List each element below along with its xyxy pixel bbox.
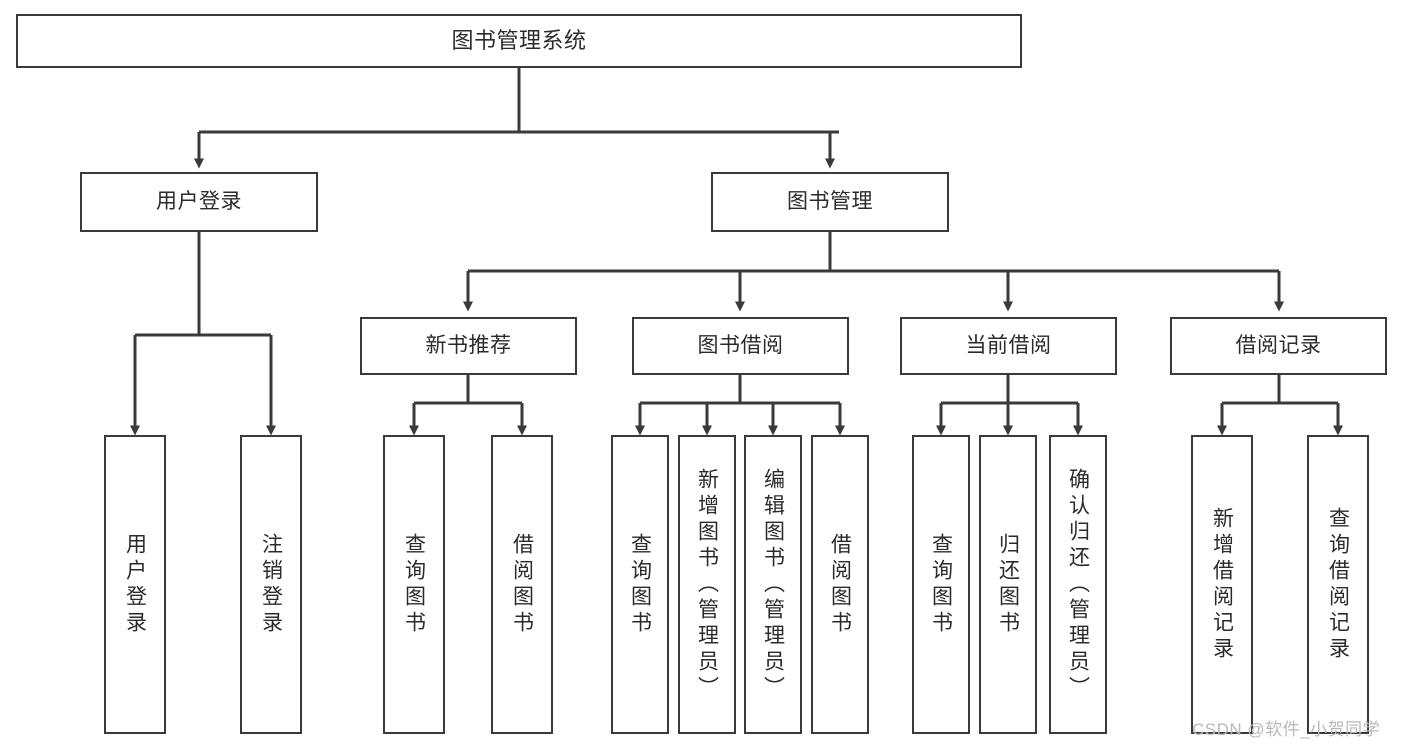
node-leaf-query-book-3[interactable]: 查询图书 [912,435,970,734]
node-leaf-add-book[interactable]: 新增图书（管理员） [678,435,736,734]
node-leaf-borrow-book-2[interactable]: 借阅图书 [811,435,869,734]
node-new-book-recommend[interactable]: 新书推荐 [360,317,577,375]
node-leaf-user-login[interactable]: 用户登录 [104,435,166,734]
node-borrow-record-label: 借阅记录 [1235,333,1322,357]
node-leaf-query-record[interactable]: 查询借阅记录 [1307,435,1369,734]
node-leaf-borrow-book-2-label: 借阅图书 [828,532,852,637]
node-leaf-return-book-label: 归还图书 [996,532,1020,637]
node-current-borrow[interactable]: 当前借阅 [900,317,1117,375]
node-leaf-user-login-label: 用户登录 [123,532,147,637]
node-root[interactable]: 图书管理系统 [16,14,1022,68]
node-book-manage[interactable]: 图书管理 [711,172,949,232]
node-leaf-logout-login[interactable]: 注销登录 [240,435,302,734]
node-leaf-add-record[interactable]: 新增借阅记录 [1191,435,1253,734]
node-book-manage-label: 图书管理 [787,189,873,213]
node-leaf-add-record-label: 新增借阅记录 [1210,506,1234,663]
node-user-login-label: 用户登录 [156,189,242,213]
node-user-login[interactable]: 用户登录 [80,172,318,232]
node-leaf-confirm-return[interactable]: 确认归还（管理员） [1049,435,1107,734]
node-leaf-borrow-book-1-label: 借阅图书 [510,532,534,637]
node-leaf-query-book-2-label: 查询图书 [628,532,652,637]
node-leaf-edit-book-label: 编辑图书（管理员） [761,467,785,702]
node-root-label: 图书管理系统 [451,28,587,54]
node-leaf-confirm-return-label: 确认归还（管理员） [1066,467,1090,702]
node-leaf-query-book-1[interactable]: 查询图书 [383,435,445,734]
node-leaf-return-book[interactable]: 归还图书 [979,435,1037,734]
node-leaf-query-book-1-label: 查询图书 [402,532,426,637]
node-book-borrow[interactable]: 图书借阅 [632,317,849,375]
node-leaf-query-book-3-label: 查询图书 [929,532,953,637]
node-new-book-recommend-label: 新书推荐 [425,333,512,357]
node-book-borrow-label: 图书借阅 [697,333,784,357]
node-leaf-add-book-label: 新增图书（管理员） [695,467,719,702]
node-leaf-edit-book[interactable]: 编辑图书（管理员） [744,435,802,734]
node-current-borrow-label: 当前借阅 [965,333,1052,357]
node-borrow-record[interactable]: 借阅记录 [1170,317,1387,375]
csdn-watermark: CSDN @软件_小贺同学 [1192,720,1381,739]
node-leaf-query-record-label: 查询借阅记录 [1326,506,1350,663]
node-leaf-logout-login-label: 注销登录 [259,532,283,637]
node-leaf-borrow-book-1[interactable]: 借阅图书 [491,435,553,734]
node-leaf-query-book-2[interactable]: 查询图书 [611,435,669,734]
